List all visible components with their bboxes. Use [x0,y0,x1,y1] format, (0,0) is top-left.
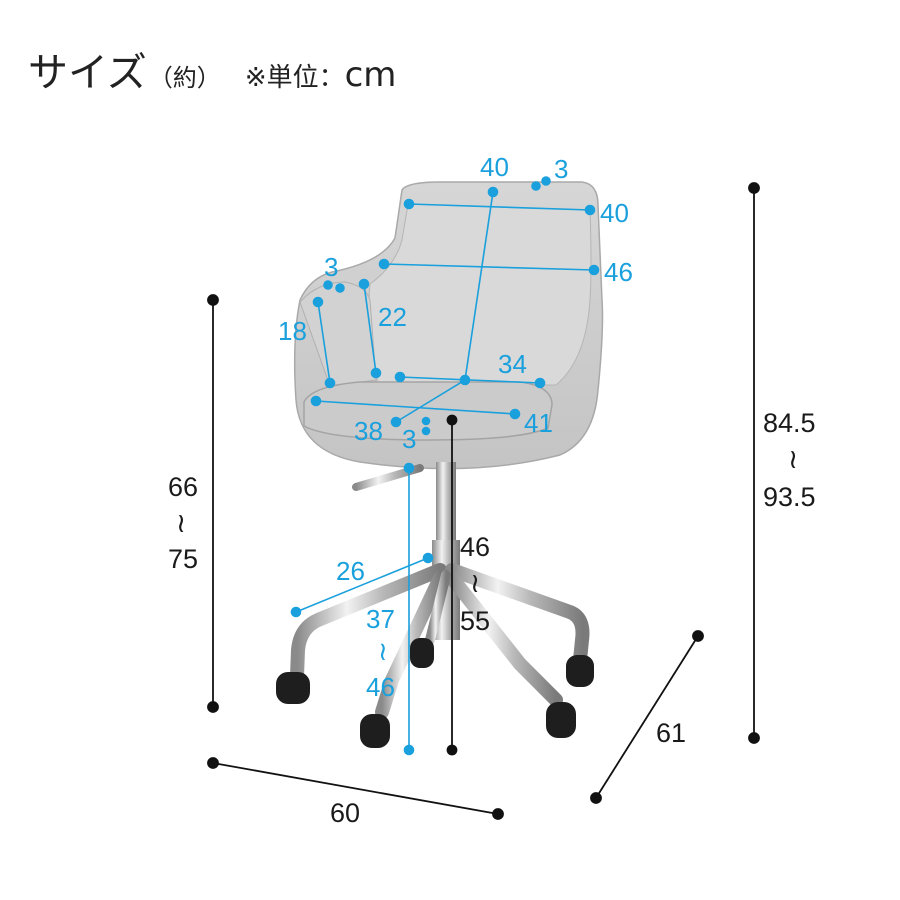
arm-outer-height-label: 18 [278,316,307,346]
chair-seat-cushion [303,381,553,441]
detail-dimension-lines [290,176,600,756]
overall-height-min-label: 84.5 [763,408,816,438]
seat-front-height-max-label: 46 [366,672,395,702]
seat-depth-label: 34 [498,349,527,379]
seat-front-height-min-label: 37 [366,604,395,634]
overall-dimension-lines [207,182,760,820]
back-top-thickness-label: 3 [554,154,568,184]
gas-column-upper [436,462,456,542]
overall-width-label: 60 [330,798,360,828]
unit-prefix: ※単位： [244,63,345,93]
seat-height-max-label: 55 [460,606,490,636]
seat-width-rear-label: 41 [524,408,553,438]
overall-height-range-mark: ≀ [788,444,798,474]
overall-depth-label: 61 [656,718,686,748]
back-top-width-label: 40 [480,152,509,182]
arm-height-min-label: 66 [168,472,198,502]
seat-front-height-range-mark: ≀ [378,636,388,666]
seat-cushion-thickness-label: 3 [402,424,416,454]
overall-height-max-label: 93.5 [763,482,816,512]
seat-height-min-label: 46 [460,532,490,562]
arm-thickness-label: 3 [324,252,338,282]
unit-label: cm [344,55,397,95]
seat-height-range-mark: ≀ [470,568,480,598]
title-main: サイズ [28,50,147,96]
arm-height-range-mark: ≀ [176,508,186,538]
arm-inner-height-label: 22 [378,302,407,332]
back-inner-width-label: 40 [600,198,629,228]
back-lower-width-label: 46 [604,257,633,287]
seat-width-front-label: 38 [354,416,383,446]
chair-base [290,563,590,719]
base-leg-length-label: 26 [336,556,365,586]
title-approx: （約） [148,64,221,92]
chair-casters [276,638,594,748]
page-title: サイズ（約） ※単位：cm [28,40,396,98]
arm-height-max-label: 75 [168,544,198,574]
